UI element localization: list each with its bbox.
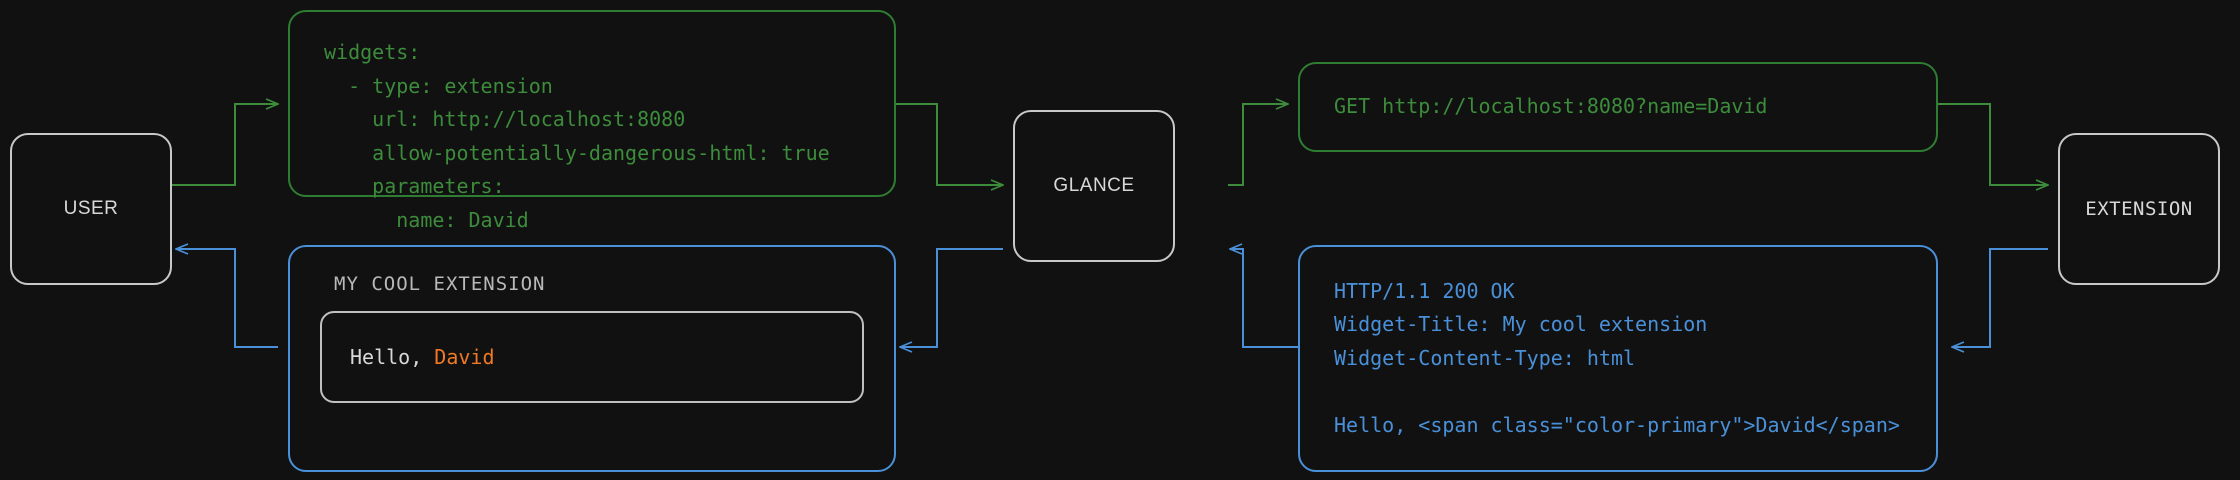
actor-glance[interactable]: GLANCE (1013, 110, 1175, 262)
rendered-widget-name: David (434, 345, 495, 369)
http-request: GET http://localhost:8080?name=David (1298, 62, 1938, 152)
actor-glance-label: GLANCE (1053, 175, 1135, 196)
flow-extension-to-response (1952, 248, 2048, 347)
rendered-widget-title: MY COOL EXTENSION (334, 273, 546, 295)
rendered-widget-frame: Hello, David (320, 311, 864, 403)
actor-extension[interactable]: EXTENSION (2058, 133, 2220, 285)
flow-widget-to-user (176, 249, 278, 348)
flow-user-to-config (172, 104, 278, 186)
glance-yaml-config: widgets: - type: extension url: http://l… (288, 10, 896, 232)
flow-response-to-glance (1230, 249, 1298, 348)
flow-request-to-extension (1938, 103, 2048, 185)
actor-user-label: USER (63, 198, 119, 219)
glance-yaml-config-code: widgets: - type: extension url: http://l… (324, 40, 830, 232)
http-request-code: GET http://localhost:8080?name=David (1334, 94, 1768, 119)
flow-glance-to-request (1228, 104, 1288, 186)
http-response: HTTP/1.1 200 OK Widget-Title: My cool ex… (1298, 245, 1938, 472)
rendered-widget: MY COOL EXTENSION Hello, David (288, 245, 896, 472)
flow-glance-to-widget (900, 248, 1003, 347)
rendered-widget-greeting: Hello, (350, 345, 435, 369)
http-response-code: HTTP/1.1 200 OK Widget-Title: My cool ex… (1334, 278, 1900, 437)
actor-extension-label: EXTENSION (2085, 198, 2193, 220)
actor-user[interactable]: USER (10, 133, 172, 285)
flow-config-to-glance (896, 103, 1003, 185)
